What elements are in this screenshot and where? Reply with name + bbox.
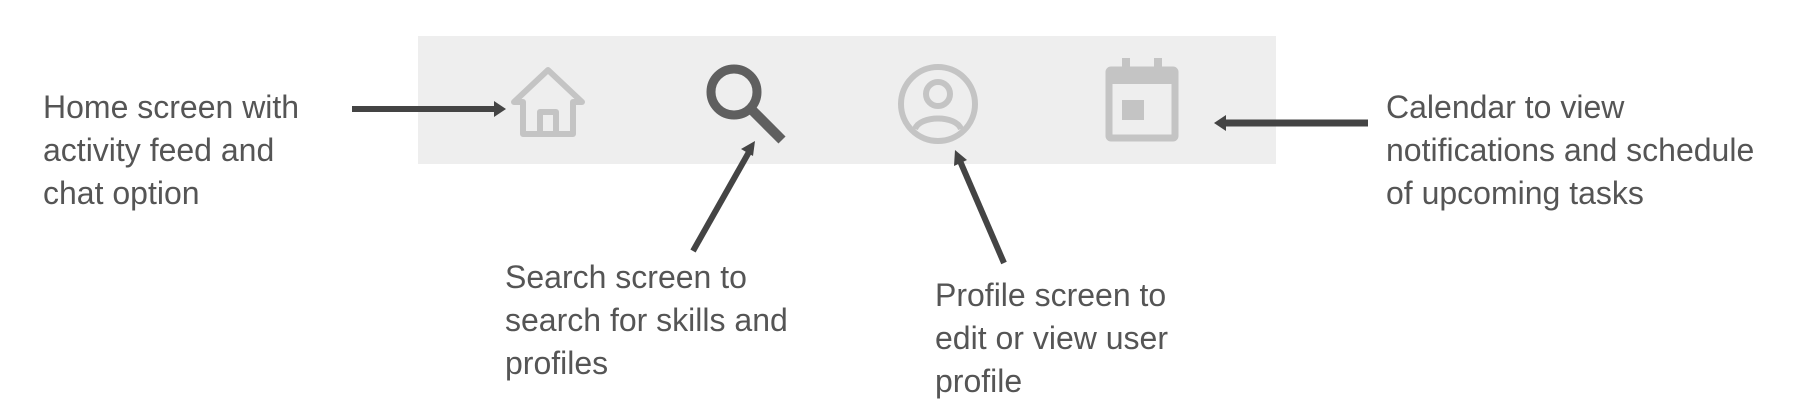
annotation-line: Profile screen to <box>935 277 1167 313</box>
annotation-line: profiles <box>505 345 609 381</box>
annotation-line: Search screen to <box>505 259 747 295</box>
calendar-icon[interactable] <box>1104 58 1180 144</box>
annotation-line: edit or view user <box>935 320 1168 356</box>
annotation-line: of upcoming tasks <box>1386 175 1644 211</box>
home-icon[interactable] <box>510 64 586 140</box>
home-annotation: Home screen with activity feed and chat … <box>43 86 299 215</box>
annotation-line: search for skills and <box>505 302 788 338</box>
profile-icon[interactable] <box>896 62 980 146</box>
annotation-line: Calendar to view <box>1386 89 1625 125</box>
profile-annotation: Profile screen to edit or view user prof… <box>935 274 1168 403</box>
search-icon[interactable] <box>702 60 788 146</box>
annotation-line: profile <box>935 363 1023 399</box>
bottom-nav-bar <box>418 36 1276 164</box>
annotation-line: chat option <box>43 175 200 211</box>
annotation-line: notifications and schedule <box>1386 132 1755 168</box>
search-annotation: Search screen to search for skills and p… <box>505 256 788 385</box>
annotation-line: activity feed and <box>43 132 275 168</box>
annotation-line: Home screen with <box>43 89 300 125</box>
calendar-annotation: Calendar to view notifications and sched… <box>1386 86 1754 215</box>
profile-arrow <box>954 150 1007 265</box>
